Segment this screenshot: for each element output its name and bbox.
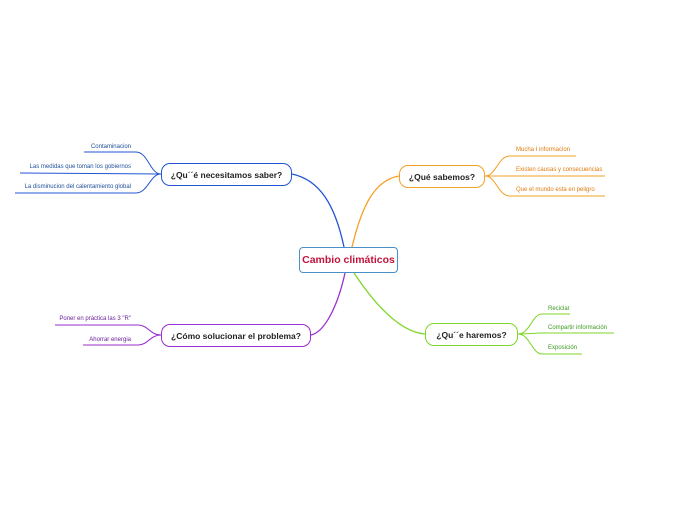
leaf-contaminacion[interactable]: Contaminacion xyxy=(90,144,131,150)
leaf-exposicion[interactable]: Exposición xyxy=(548,345,578,351)
link-leaf-ahorrar xyxy=(83,334,162,346)
link-leaf-contaminacion xyxy=(84,151,162,175)
leaf-disminucion-calentamiento[interactable]: La disminucion del calentamiento global xyxy=(24,184,131,190)
link-leaf-compartir xyxy=(517,332,614,335)
central-topic-label: Cambio climáticos xyxy=(302,254,395,266)
link-leaf-exposicion xyxy=(517,333,582,355)
leaf-tres-r[interactable]: Poner en práctica las 3 "R" xyxy=(59,316,131,322)
link-central-solucionar xyxy=(310,272,346,336)
branch-que-haremos[interactable]: ¿Qu´´e haremos? xyxy=(425,323,518,346)
branch-que-sabemos[interactable]: ¿Qué sabemos? xyxy=(399,165,485,188)
branch-necesitamos-saber[interactable]: ¿Qu´´é necesitamos saber? xyxy=(161,163,292,186)
branch-como-solucionar[interactable]: ¿Cómo solucionar el problema? xyxy=(161,324,311,347)
link-leaf-disminucion xyxy=(15,173,162,194)
leaf-causas-consecuencias[interactable]: Existen causas y consecuencias xyxy=(516,167,603,173)
leaf-reciclar[interactable]: Reciclar xyxy=(548,306,570,312)
link-leaf-mucha xyxy=(484,155,576,177)
branch-label: ¿Qu´´e haremos? xyxy=(436,329,507,340)
branch-label: ¿Cómo solucionar el problema? xyxy=(171,330,301,341)
branch-label: ¿Qu´´é necesitamos saber? xyxy=(170,169,283,180)
branch-label: ¿Qué sabemos? xyxy=(408,171,476,182)
leaf-mucha-informacion[interactable]: Mucha I informacion xyxy=(516,147,571,153)
link-leaf-medidas xyxy=(19,172,162,175)
leaf-mundo-peligro[interactable]: Que el mundo esta en peligro xyxy=(516,187,595,193)
link-leaf-tres-r xyxy=(55,324,162,336)
link-central-sabemos xyxy=(351,175,400,248)
leaf-medidas-gobiernos[interactable]: Las medidas que toman los gobiernos xyxy=(29,164,131,170)
link-central-necesitamos xyxy=(291,173,345,248)
link-leaf-reciclar xyxy=(517,313,570,335)
leaf-compartir-informacion[interactable]: Compartir información xyxy=(548,325,608,331)
link-leaf-peligro xyxy=(484,175,605,197)
leaf-ahorrar-energia[interactable]: Ahorrar energia xyxy=(89,337,131,343)
central-topic[interactable]: Cambio climáticos xyxy=(299,247,398,273)
link-central-haremos xyxy=(353,272,426,335)
